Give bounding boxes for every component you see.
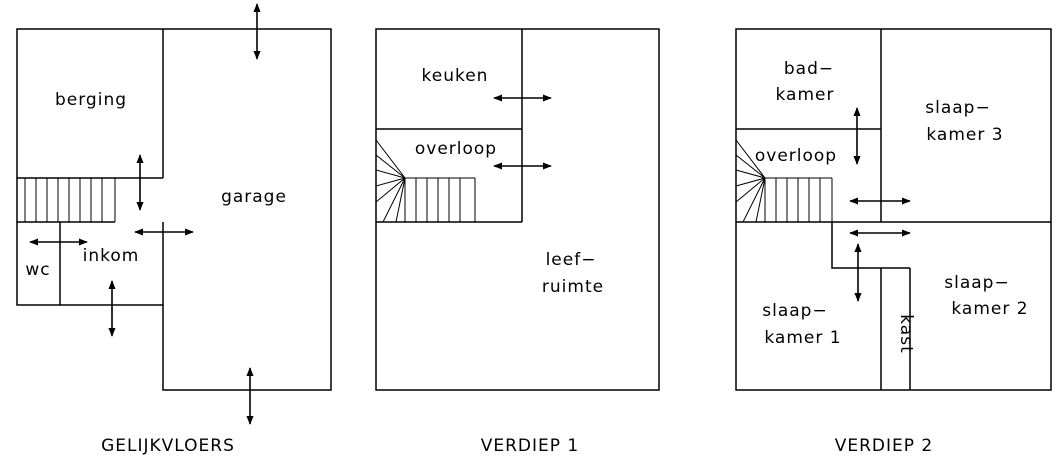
room-label-keuken: keuken [422,66,489,86]
room-label-berging: berging [55,90,127,110]
room-label-garage: garage [221,187,287,207]
room-label-slaapkamer-2a: slaap− [944,273,1009,293]
floor-caption: VERDIEP 1 [481,436,580,456]
wall-outline [16,28,332,391]
room-label-kast: kast [896,314,916,354]
wall-outline [735,28,1052,391]
staircase [735,139,833,223]
room-label-overloop: overloop [415,139,497,159]
room-label-badkamer-2: kamer [776,85,835,105]
floor-caption: GELIJKVLOERS [101,436,235,456]
room-label-slaapkamer-2b: kamer 2 [951,299,1028,319]
room-label-slaapkamer-3a: slaap− [925,98,990,118]
floor-gelijkvloers: berging garage wc inkom GELIJKVLOERS [16,3,332,456]
room-label-leefruimte-1: leef− [546,250,597,270]
room-label-slaapkamer-1a: slaap− [762,301,827,321]
floor-caption: VERDIEP 2 [835,436,934,456]
room-label-inkom: inkom [83,246,140,266]
room-label-leefruimte-2: ruimte [542,277,604,297]
room-label-slaapkamer-1b: kamer 1 [764,328,841,348]
staircase [24,178,116,222]
room-label-wc: wc [25,260,50,280]
staircase [375,139,476,223]
room-label-slaapkamer-3b: kamer 3 [926,125,1003,145]
wall [736,221,910,269]
room-label-overloop: overloop [755,146,837,166]
floor-verdiep-1: keuken overloop leef− ruimte VERDIEP 1 [375,28,660,456]
floor-verdiep-2: bad− kamer overloop slaap− kamer 3 slaap… [735,28,1052,456]
room-label-badkamer-1: bad− [784,59,834,79]
wall-outline [375,28,660,391]
